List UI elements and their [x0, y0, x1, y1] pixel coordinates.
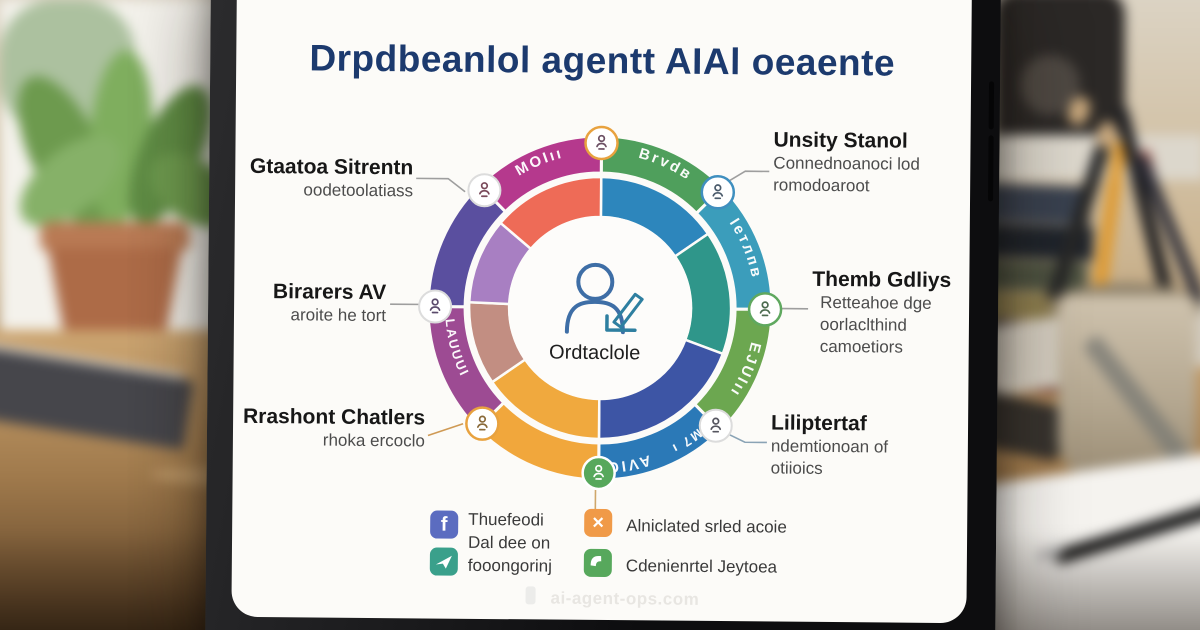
badge-icon: [418, 289, 453, 324]
badge-icon: [584, 125, 619, 161]
label-subtitle: Retteahoe dge: [820, 293, 932, 314]
label-title: Themb Gdliys: [812, 267, 952, 293]
badge-icon: [747, 292, 783, 327]
tablet-device: Drpdbeanlol agentt AIAl oeaente: [204, 0, 1002, 630]
mail-x-icon: ×: [584, 508, 613, 538]
wheel-center-label: Ordtaclole: [549, 342, 640, 365]
tablet-screen: Drpdbeanlol agentt AIAl oeaente: [231, 0, 973, 624]
person-edit-icon: [564, 262, 644, 335]
label-title: Unsity Stanol: [773, 128, 908, 153]
label-left-3: Rrashont Chatlers rhoka ercoclo: [243, 405, 425, 452]
label-title: Liliptertaf: [770, 411, 867, 436]
plant-pot-rim: [40, 222, 190, 252]
phone-icon: [583, 548, 612, 578]
label-subtitle: aroite he tort: [290, 305, 387, 326]
legend-item-text: Cdenienrtel Jeytoea: [625, 556, 778, 577]
legend-line: fooongorinj: [467, 555, 553, 576]
tablet-volume-button: [988, 135, 994, 202]
label-right-3: Liliptertaf ndemtionoan of otiioics: [771, 411, 889, 480]
legend-line: Thuefeodi: [468, 509, 544, 530]
paper-plane-glyph: [435, 555, 452, 569]
watermark-icon: [525, 586, 536, 605]
label-subtitle: ndemtionoan of: [770, 436, 889, 457]
label-subtitle: oorlaclthind: [819, 314, 907, 335]
badge-icon: [700, 175, 736, 210]
facebook-icon: f: [430, 510, 459, 539]
send-icon: [429, 547, 458, 576]
label-subtitle: oodetoolatiass: [303, 180, 414, 201]
label-subtitle: romodoaroot: [773, 175, 870, 196]
wheel-diagram: Brvdв Iетлпв EJUIıı M7 ı AVIO LAUUUI MOI…: [390, 125, 809, 512]
label-right-2: Themb Gdliys Retteahoe dge oorlaclthind …: [812, 267, 952, 359]
x-glyph: ×: [592, 511, 605, 535]
wheel-center-circle: [508, 215, 693, 400]
watermark: ai-agent-ops.com: [550, 588, 700, 609]
badge-icon: [465, 406, 500, 441]
label-subtitle: rhoka ercoclo: [322, 430, 425, 451]
tablet-volume-button: [988, 81, 995, 130]
label-title: Rrashont Chatlers: [242, 404, 426, 430]
label-right-1: Unsity Stanol Connednoanoci lod romodoar…: [773, 128, 920, 197]
label-left-1: Gtaatoa Sitrentn oodetoolatiass: [250, 155, 414, 202]
wheel-badges: [418, 125, 783, 491]
label-title: Gtaatoa Sitrentn: [249, 154, 414, 180]
facebook-glyph: f: [440, 513, 448, 536]
label-subtitle: camoetiors: [819, 336, 903, 357]
label-subtitle: otiioics: [770, 458, 823, 478]
legend-item-text: Alniclated srled acoie: [626, 516, 787, 537]
legend-line: Dal dee on: [467, 532, 551, 553]
label-title: Birarers AV: [272, 280, 387, 305]
label-subtitle: Connednoanoci lod: [773, 153, 920, 174]
wheel-inner-ring: [467, 175, 733, 441]
handset-glyph: [590, 555, 602, 567]
badge-icon: [581, 455, 616, 491]
label-left-2: Birarers AV aroite he tort: [272, 280, 387, 327]
legend-social-text: Thuefeodi Dal dee on fooongorinj: [468, 508, 553, 578]
badge-icon: [467, 173, 502, 208]
badge-icon: [698, 408, 733, 443]
page-title: Drpdbeanlol agentt AIAl oeaente: [309, 37, 896, 84]
